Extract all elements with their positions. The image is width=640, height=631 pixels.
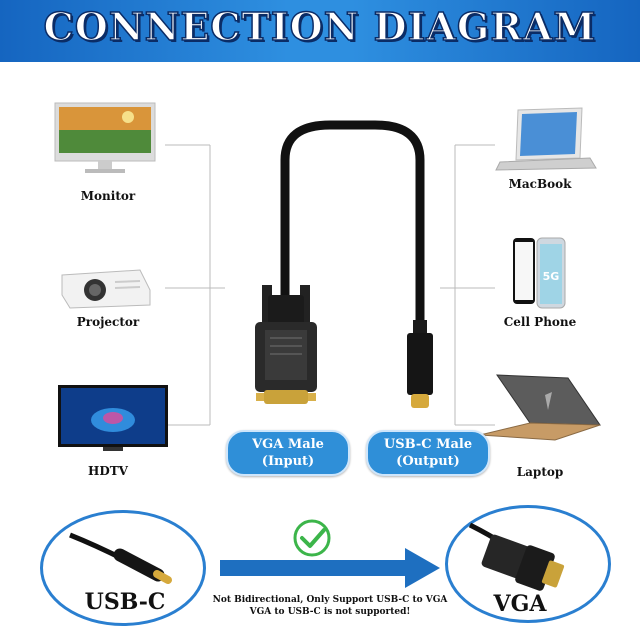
device-label-monitor: Monitor <box>80 189 136 203</box>
note-line1: Not Bidirectional, Only Support USB-C to… <box>212 595 448 605</box>
cell-phone-icon: 5G <box>513 237 566 309</box>
monitor-icon <box>54 102 156 173</box>
vga-label: VGA <box>493 591 547 617</box>
vga-connector-icon <box>255 285 317 404</box>
device-label-macbook: MacBook <box>508 177 572 191</box>
device-label-laptop: Laptop <box>516 465 564 479</box>
vga-cable-icon <box>468 522 565 591</box>
vga-pill-line2: (Input) <box>261 454 315 469</box>
direction-arrow-icon <box>220 548 440 588</box>
device-label-projector: Projector <box>76 315 140 329</box>
projector-icon <box>61 269 151 309</box>
usb-c-connector-icon <box>407 320 433 408</box>
usbc-pill-line1: USB-C Male <box>383 437 473 452</box>
device-label-cell-phone: Cell Phone <box>503 315 577 329</box>
compatibility-note: Not Bidirectional, Only Support USB-C to… <box>205 594 455 618</box>
vga-pill-line1: VGA Male <box>252 437 324 452</box>
usbc-pill-line2: (Output) <box>396 454 460 469</box>
page-title: CONNECTION DIAGRAM <box>43 3 597 50</box>
note-line2: VGA to USB-C is not supported! <box>249 607 411 617</box>
macbook-icon <box>495 107 597 171</box>
hdtv-icon <box>58 385 168 451</box>
device-label-hdtv: HDTV <box>88 464 128 478</box>
vga-male-pill: VGA Male (Input) <box>226 430 350 476</box>
usbc-male-pill: USB-C Male (Output) <box>366 430 490 476</box>
laptop-icon <box>479 374 601 441</box>
check-mark-icon <box>293 519 331 557</box>
title-banner: CONNECTION DIAGRAM <box>0 0 640 62</box>
svg-text:5G: 5G <box>543 270 560 283</box>
usb-c-oval <box>40 510 206 626</box>
usb-c-label: USB-C <box>84 589 166 615</box>
usb-c-cable-icon <box>69 532 172 584</box>
